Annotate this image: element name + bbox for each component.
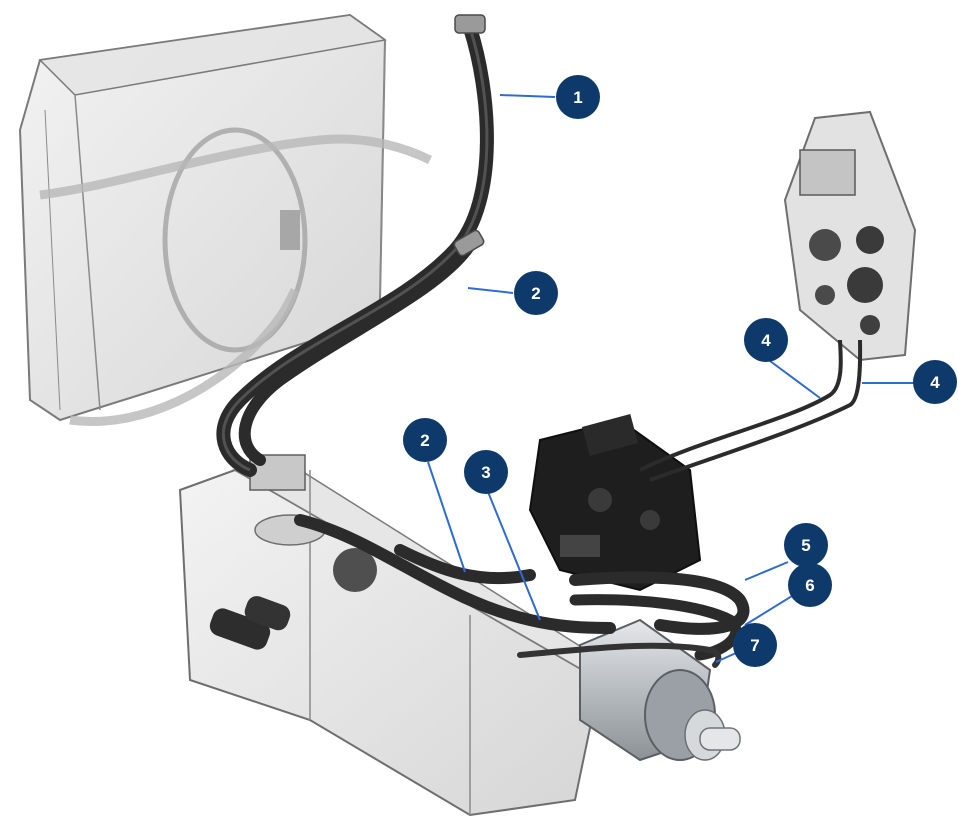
hydraulic-motor — [579, 618, 741, 762]
leader-line-2a — [467, 287, 514, 294]
cooler-tank — [18, 13, 433, 426]
hoses — [216, 14, 863, 668]
callout-5: 5 — [784, 523, 828, 567]
leader-line-7 — [715, 652, 737, 663]
callout-number: 5 — [801, 536, 810, 555]
callout-number: 7 — [750, 636, 759, 655]
leader-line-6 — [744, 595, 793, 626]
callout-2b: 2 — [403, 418, 447, 462]
callout-6: 6 — [788, 563, 832, 607]
callout-4b: 4 — [913, 360, 957, 404]
leader-line-2b — [427, 461, 466, 573]
callout-number: 2 — [531, 284, 540, 303]
callout-number: 2 — [420, 431, 429, 450]
leader-line-1 — [499, 94, 556, 98]
callout-number: 3 — [481, 463, 490, 482]
leader-line-5 — [744, 561, 789, 581]
leader-line-3 — [485, 486, 541, 621]
callout-number: 1 — [573, 88, 582, 107]
leader-lines — [427, 94, 920, 663]
callout-number: 4 — [930, 373, 940, 392]
callout-4a: 4 — [744, 318, 788, 362]
callout-number: 4 — [761, 331, 771, 350]
callout-1: 1 — [556, 75, 600, 119]
control-valve — [528, 414, 702, 592]
callout-2a: 2 — [514, 271, 558, 315]
leader-line-4a — [765, 357, 821, 399]
control-panel — [783, 110, 917, 362]
callout-number: 6 — [805, 576, 814, 595]
callout-3: 3 — [464, 450, 508, 494]
callout-7: 7 — [733, 623, 777, 667]
